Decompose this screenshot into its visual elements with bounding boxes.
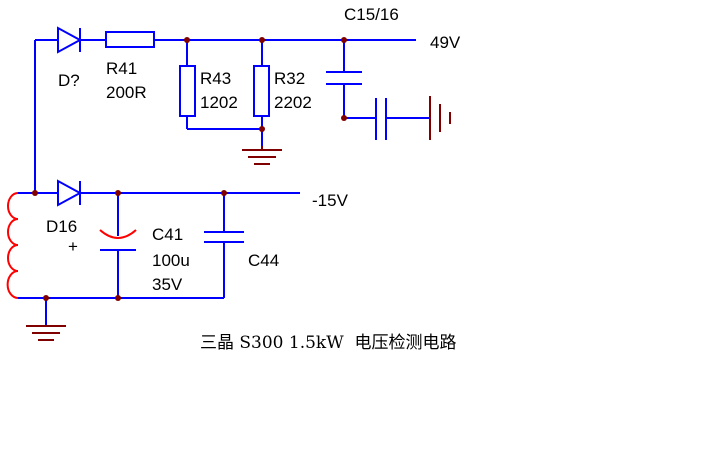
capacitor-c15-16 bbox=[326, 71, 362, 85]
label-c15-16: C15/16 bbox=[344, 5, 399, 24]
label-r41-value: 200R bbox=[106, 83, 147, 102]
capacitor-c44 bbox=[204, 231, 244, 243]
diode-d-unknown bbox=[57, 26, 83, 54]
resistor-r32 bbox=[253, 65, 270, 117]
ground-icon-r32 bbox=[242, 146, 282, 165]
junction-dots bbox=[32, 37, 347, 301]
label-c41-value: 100u bbox=[152, 251, 190, 270]
capacitor-c41 bbox=[99, 229, 137, 251]
label-d16: D16 bbox=[46, 217, 77, 236]
label-r32: R32 bbox=[274, 69, 305, 88]
label-c41-voltage: 35V bbox=[152, 275, 183, 294]
label-r41: R41 bbox=[106, 59, 137, 78]
chassis-ground-icon bbox=[429, 96, 451, 140]
ground-icon-bottom bbox=[26, 325, 66, 341]
label-r43: R43 bbox=[200, 69, 231, 88]
label-r43-value: 1202 bbox=[200, 93, 238, 112]
label-r32-value: 2202 bbox=[274, 93, 312, 112]
label-49v: 49V bbox=[430, 33, 461, 52]
label-neg15v: -15V bbox=[312, 191, 349, 210]
resistor-r43 bbox=[179, 65, 196, 117]
label-d-unknown: D? bbox=[58, 71, 80, 90]
label-c44: C44 bbox=[248, 251, 279, 270]
resistor-r41 bbox=[105, 31, 155, 48]
diode-d16 bbox=[57, 179, 83, 207]
top-wires bbox=[34, 39, 430, 193]
label-c41: C41 bbox=[152, 225, 183, 244]
diagram-caption: 三晶 S300 1.5kW 电压检测电路 bbox=[200, 333, 457, 353]
label-plus: + bbox=[68, 237, 78, 256]
capacitor-horizontal bbox=[375, 98, 387, 140]
inductor-winding bbox=[6, 192, 19, 299]
